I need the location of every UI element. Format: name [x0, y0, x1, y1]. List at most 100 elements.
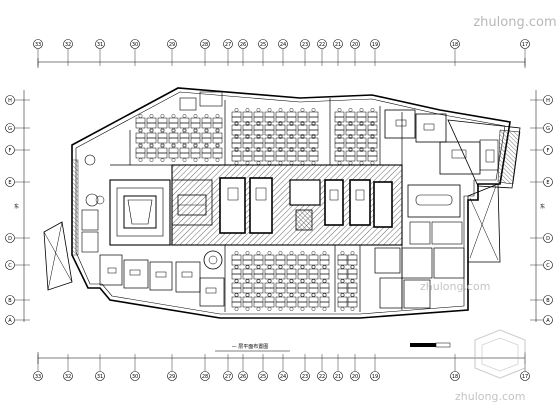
grid-bubble-top-22: 22 — [317, 39, 327, 49]
workstation — [347, 251, 358, 269]
grid-bubble-bottom-19: 19 — [370, 371, 380, 381]
grid-bubble-right-D: D — [543, 233, 553, 243]
workstation — [297, 251, 308, 269]
workstation — [242, 121, 253, 139]
workstation — [286, 251, 297, 269]
svg-text:A: A — [546, 318, 550, 324]
workstation — [356, 121, 367, 139]
grid-bubble-top-27: 27 — [223, 39, 233, 49]
workstation — [264, 121, 275, 139]
grid-bubble-right-B: B — [543, 295, 553, 305]
workstation — [286, 108, 297, 126]
workstation — [334, 134, 345, 152]
grid-bubble-top-30: 30 — [130, 39, 140, 49]
workstation — [264, 134, 275, 152]
workstation — [231, 279, 242, 297]
grid-bubble-bottom-22: 22 — [317, 371, 327, 381]
interior-partitions — [110, 98, 403, 312]
workstation — [157, 144, 168, 162]
svg-text:21: 21 — [335, 42, 341, 48]
workstation — [264, 279, 275, 297]
svg-text:31: 31 — [97, 42, 103, 48]
workstation — [347, 293, 358, 311]
workstation — [286, 279, 297, 297]
reception-lobby — [171, 179, 213, 226]
grid-bubble-left-C: C — [5, 260, 15, 270]
workstation — [297, 147, 308, 165]
workstation — [308, 251, 319, 269]
svg-text:H: H — [8, 98, 12, 104]
workstation — [308, 147, 319, 165]
svg-text:D: D — [546, 236, 550, 242]
svg-text:C: C — [546, 263, 550, 269]
workstation — [201, 129, 212, 147]
watermark-logo-text: zhulong.com — [455, 390, 525, 403]
workstation — [308, 293, 319, 311]
grid-bubble-left-E: E — [5, 177, 15, 187]
workstation — [242, 293, 253, 311]
grid-bubble-right-A: A — [543, 315, 553, 325]
workstation — [347, 265, 358, 283]
grid-bubble-top-23: 23 — [300, 39, 310, 49]
workstation — [264, 147, 275, 165]
workstation — [179, 129, 190, 147]
workstation — [253, 251, 264, 269]
side-label-left: 东 — [14, 203, 19, 210]
svg-text:21: 21 — [335, 374, 341, 380]
workstation — [190, 129, 201, 147]
workstation — [319, 279, 330, 297]
grid-bubble-right-F: F — [543, 145, 553, 155]
workstation — [308, 121, 319, 139]
workstation — [275, 134, 286, 152]
drawing-caption: — 层平面布置图 — [232, 343, 269, 350]
workstation — [356, 147, 367, 165]
grid-bubble-bottom-20: 20 — [350, 371, 360, 381]
workstation — [297, 108, 308, 126]
workstation — [264, 108, 275, 126]
svg-text:22: 22 — [319, 42, 325, 48]
workstation — [212, 114, 223, 132]
workstation — [308, 108, 319, 126]
building-outline — [43, 87, 521, 319]
core-corridor — [171, 164, 403, 246]
workstation — [231, 147, 242, 165]
workstation — [275, 147, 286, 165]
workstation — [275, 279, 286, 297]
workstation — [231, 121, 242, 139]
grid-bubble-left-F: F — [5, 145, 15, 155]
workstation — [242, 108, 253, 126]
workstation — [253, 134, 264, 152]
grid-bubble-top-33: 33 — [33, 39, 43, 49]
workstation — [231, 134, 242, 152]
grid-bubble-bottom-23: 23 — [300, 371, 310, 381]
workstation — [168, 114, 179, 132]
workstation — [275, 108, 286, 126]
workstation — [356, 108, 367, 126]
workstation — [337, 293, 348, 311]
svg-text:18: 18 — [452, 42, 458, 48]
workstation — [231, 293, 242, 311]
workstation — [286, 121, 297, 139]
watermark-logo-icon — [474, 329, 526, 379]
workstation — [168, 144, 179, 162]
grid-bubble-bottom-28: 28 — [200, 371, 210, 381]
grid-bubble-right-H: H — [543, 95, 553, 105]
workstation — [212, 144, 223, 162]
svg-text:20: 20 — [352, 374, 358, 380]
workstation — [201, 144, 212, 162]
svg-text:H: H — [546, 98, 550, 104]
svg-text:C: C — [8, 263, 12, 269]
workstation — [190, 114, 201, 132]
grid-bubble-bottom-33: 33 — [33, 371, 43, 381]
svg-text:25: 25 — [260, 42, 266, 48]
grid-bubble-bottom-24: 24 — [278, 371, 288, 381]
workstation — [286, 147, 297, 165]
top-dimension-line — [37, 58, 526, 68]
svg-text:29: 29 — [169, 374, 175, 380]
workstation — [334, 147, 345, 165]
grid-bubble-left-H: H — [5, 95, 15, 105]
grid-bubble-bottom-21: 21 — [333, 371, 343, 381]
workstation — [334, 108, 345, 126]
